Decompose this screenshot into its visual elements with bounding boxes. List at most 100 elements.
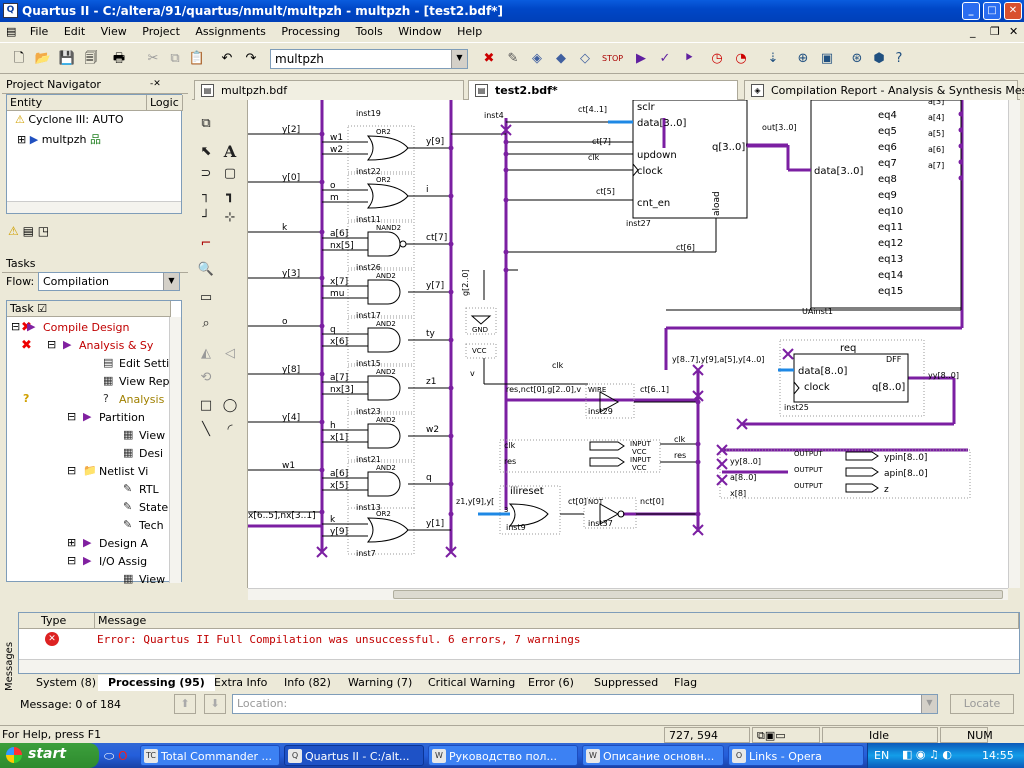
partial-line-icon[interactable]: ⌐ xyxy=(200,236,212,251)
task-row[interactable]: ▤Edit Setti xyxy=(7,355,181,373)
print-icon[interactable]: 🖶 xyxy=(112,51,126,66)
flow-select[interactable]: Compilation ▼ xyxy=(38,272,180,291)
tab-test2-bdf[interactable]: ▤test2.bdf* xyxy=(468,80,738,100)
close-button[interactable]: ✕ xyxy=(1004,2,1022,20)
doc-close-icon[interactable]: ✕ xyxy=(1009,25,1019,38)
synthesis-icon[interactable]: ⯈ xyxy=(683,51,695,66)
menu-file[interactable]: File xyxy=(29,25,49,38)
maximize-button[interactable]: □ xyxy=(983,2,1001,20)
logic-column-header[interactable]: Logic xyxy=(147,95,183,111)
type-column-header[interactable]: Type xyxy=(19,613,95,629)
panel-pin-icon[interactable]: ‑✕ xyxy=(150,79,161,89)
menu-processing[interactable]: Processing xyxy=(281,25,341,38)
task-row[interactable]: ⊟📁Netlist Vi xyxy=(7,463,181,481)
analysis-icon[interactable]: ✓ xyxy=(659,51,671,66)
redo-icon[interactable]: ↷ xyxy=(245,51,257,66)
locate-button[interactable]: Locate xyxy=(950,694,1014,714)
entity-column-header[interactable]: Entity xyxy=(7,95,147,111)
save-all-icon[interactable]: 🗐 xyxy=(84,51,98,66)
message-tab[interactable]: System (8) xyxy=(36,676,97,689)
cut-icon[interactable]: ✂ xyxy=(147,51,159,66)
expand-icon[interactable]: ⊞ xyxy=(67,536,77,549)
orthogonal-bus-icon[interactable]: ┓ xyxy=(226,188,234,203)
chevron-down-icon[interactable]: ▼ xyxy=(163,273,179,290)
rotate-icon[interactable]: ⟲ xyxy=(200,370,212,385)
start-button[interactable]: start xyxy=(0,743,99,768)
message-column-header[interactable]: Message xyxy=(95,613,1019,629)
rtl-viewer-icon[interactable]: ⬢ xyxy=(873,51,885,66)
rectangle-tool-icon[interactable]: □ xyxy=(199,398,213,413)
block-tool-icon[interactable]: ▢ xyxy=(223,166,237,181)
menu-tools[interactable]: Tools xyxy=(355,25,383,38)
pin-planner-icon[interactable]: ✎ xyxy=(507,51,519,66)
simulator-icon[interactable]: ⊕ xyxy=(797,51,809,66)
help-icon[interactable]: ? xyxy=(895,51,903,66)
menu-help[interactable]: Help xyxy=(457,25,483,38)
message-tab[interactable]: Warning (7) xyxy=(348,676,413,689)
message-tab[interactable]: Info (82) xyxy=(284,676,331,689)
top-entity-row[interactable]: ⊞ ▶ multpzh 品 xyxy=(7,131,181,149)
quartus-app-icon[interactable]: Q xyxy=(3,3,18,18)
message-tab[interactable]: Flag xyxy=(674,676,698,689)
stop-icon[interactable]: STOP xyxy=(602,54,624,63)
expand-icon[interactable]: ⊟ xyxy=(67,464,77,477)
previous-message-icon[interactable]: ⬆ xyxy=(174,694,196,714)
menu-project[interactable]: Project xyxy=(142,25,180,38)
message-tab[interactable]: Suppressed xyxy=(594,676,659,689)
task-row[interactable]: ✎Tech xyxy=(7,517,181,535)
selection-tool-icon[interactable]: ⬉ xyxy=(200,144,212,159)
quick-launch-icons[interactable]: ⬭ O xyxy=(104,749,128,763)
task-row[interactable]: ✖⊟▶Compile Design xyxy=(7,319,181,337)
find-icon[interactable]: ⌕ xyxy=(202,316,210,331)
menu-edit[interactable]: Edit xyxy=(63,25,86,38)
symbol-tool-icon[interactable]: ⊃ xyxy=(200,166,212,181)
timing-analyzer-icon[interactable]: ◷ xyxy=(711,51,723,66)
chip-icon[interactable]: ▣ xyxy=(820,51,834,66)
chip-planner-icon[interactable]: ◆ xyxy=(556,51,566,66)
expand-icon[interactable]: ⊟ xyxy=(67,554,77,567)
powerplay-icon[interactable]: ⊛ xyxy=(851,51,863,66)
doc-minimize-icon[interactable]: _ xyxy=(970,25,976,38)
doc-menu-icon[interactable]: ▤ xyxy=(6,25,17,38)
save-icon[interactable]: 💾 xyxy=(58,51,76,66)
programmer-icon[interactable]: ⇣ xyxy=(767,51,779,66)
error-message[interactable]: Error: Quartus II Full Compilation was u… xyxy=(97,633,581,646)
conduit-tool-icon[interactable]: ┘ xyxy=(202,210,210,225)
tab-compilation-report[interactable]: ◈Compilation Report - Analysis & Synthes… xyxy=(744,80,1024,100)
undo-icon[interactable]: ↶ xyxy=(221,51,233,66)
minimize-button[interactable]: _ xyxy=(962,2,980,20)
expand-icon[interactable]: ⊟ xyxy=(11,320,21,333)
task-row[interactable]: ▦View Rep xyxy=(7,373,181,391)
open-file-icon[interactable]: 📂 xyxy=(34,51,52,66)
chevron-down-icon[interactable]: ▼ xyxy=(921,695,937,713)
menu-assignments[interactable]: Assignments xyxy=(195,25,266,38)
task-row[interactable]: ⊞▶Design A xyxy=(7,535,181,553)
flip-horizontal-icon[interactable]: ◭ xyxy=(201,346,211,361)
message-tab[interactable]: Error (6) xyxy=(528,676,574,689)
canvas-h-scroll-thumb[interactable] xyxy=(393,590,1003,599)
task-column-header[interactable]: Task ☑ xyxy=(7,301,171,317)
opera-icon[interactable]: O xyxy=(118,749,128,763)
start-compilation-icon[interactable]: ▶ xyxy=(636,51,646,66)
messages-h-scrollbar[interactable] xyxy=(19,659,1019,673)
task-row[interactable]: ✎State xyxy=(7,499,181,517)
tab-multpzh-bdf[interactable]: ▤multpzh.bdf xyxy=(194,80,464,100)
line-tool-icon[interactable]: ╲ xyxy=(202,422,210,437)
oval-tool-icon[interactable]: ◯ xyxy=(222,398,238,413)
canvas-h-scrollbar[interactable] xyxy=(248,588,1008,600)
task-row[interactable]: ✖⊟▶Analysis & Sy xyxy=(7,337,181,355)
flip-vertical-icon[interactable]: ◁ xyxy=(225,346,235,361)
task-row[interactable]: ▦View xyxy=(7,427,181,445)
assignment-editor-icon[interactable]: ✖ xyxy=(483,51,495,66)
expand-icon[interactable]: ⊟ xyxy=(67,410,77,423)
classic-timing-icon[interactable]: ◔ xyxy=(735,51,747,66)
new-file-icon[interactable]: 🗋 xyxy=(13,51,25,66)
schematic-svg[interactable]: OR2w1w2y[9]inst22OR2omiinst11NAND2a[6]nx… xyxy=(248,100,1020,588)
detach-window-icon[interactable]: ⧉ xyxy=(201,116,211,131)
